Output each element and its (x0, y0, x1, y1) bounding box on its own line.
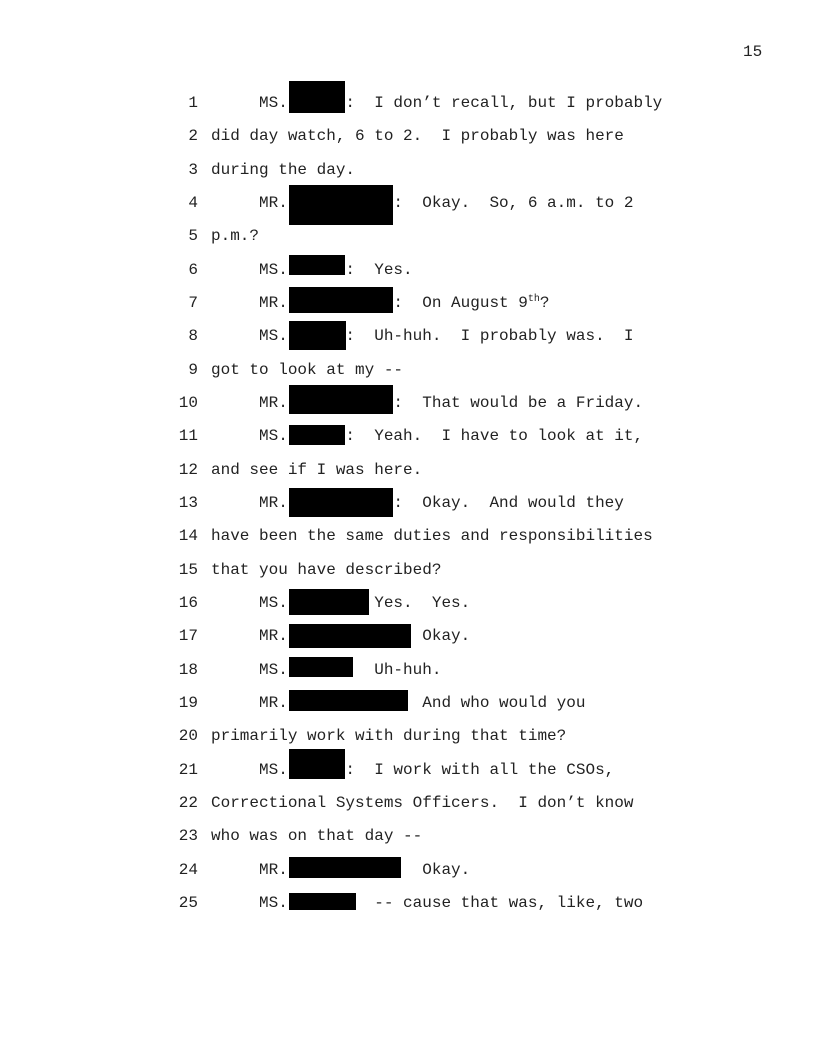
transcript-line: MS. : Yes. (211, 260, 413, 280)
redaction-box (289, 321, 346, 350)
line-text: MS. : I work with all the CSOs, (211, 760, 615, 779)
line-text: MR. : Okay. So, 6 a.m. to 2 (211, 193, 634, 212)
redaction-box (289, 893, 356, 910)
redaction-box (289, 81, 345, 113)
line-number: 20 (178, 727, 198, 746)
transcript-line: MR. : Okay. And would they (211, 493, 624, 513)
line-number: 2 (188, 127, 198, 146)
transcript-line: that you have described? (211, 560, 441, 580)
redaction-box (289, 488, 393, 517)
line-number: 15 (178, 560, 198, 579)
line-number: 18 (178, 660, 198, 679)
page-number: 15 (743, 43, 763, 61)
transcript-line: MR. : That would be a Friday. (211, 393, 643, 413)
line-text: MR. Okay. (211, 860, 471, 879)
line-number: 16 (178, 593, 198, 612)
line-text: MR. : On August 9 (211, 293, 528, 312)
line-number: 17 (178, 627, 198, 646)
line-text: and see if I was here. (211, 460, 423, 479)
redaction-box (289, 287, 393, 313)
line-text: MS. : Yeah. I have to look at it, (211, 427, 644, 446)
line-number: 5 (188, 227, 198, 246)
line-text: MR. : That would be a Friday. (211, 393, 644, 412)
line-number: 21 (178, 760, 198, 779)
redaction-box (289, 385, 393, 414)
line-text: Correctional Systems Officers. I don’t k… (211, 793, 634, 812)
transcript-line: and see if I was here. (211, 460, 422, 480)
redaction-box (289, 589, 369, 615)
transcript-line: during the day. (211, 160, 355, 180)
line-text: got to look at my -- (211, 360, 404, 379)
transcript-line: primarily work with during that time? (211, 726, 566, 746)
line-number: 14 (178, 527, 198, 546)
line-text: MS. -- cause that was, like, two (211, 893, 644, 912)
transcript-line: MR. Okay. (211, 626, 470, 646)
line-text: MR. And who would you (211, 693, 586, 712)
superscript: th (527, 293, 540, 305)
transcript-line: MS. : Uh-huh. I probably was. I (211, 326, 633, 346)
transcript-line: have been the same duties and responsibi… (211, 526, 653, 546)
line-number: 3 (188, 160, 198, 179)
transcript-line: MS. : Yeah. I have to look at it, (211, 426, 643, 446)
line-text: p.m.? (211, 227, 260, 246)
redaction-box (289, 657, 353, 677)
line-text: MS. Yes. Yes. (211, 593, 471, 612)
transcript-line: Correctional Systems Officers. I don’t k… (211, 793, 633, 813)
line-text: during the day. (211, 160, 356, 179)
transcript-line: MR. : Okay. So, 6 a.m. to 2 (211, 193, 633, 213)
line-text: MR. : Okay. And would they (211, 493, 624, 512)
line-number: 9 (188, 360, 198, 379)
redaction-box (289, 857, 401, 878)
line-number: 22 (178, 793, 198, 812)
transcript-line: MR. And who would you (211, 693, 585, 713)
transcript-line: MS. : I work with all the CSOs, (211, 760, 614, 780)
line-text-tail: ? (539, 293, 550, 312)
line-text: did day watch, 6 to 2. I probably was he… (211, 127, 624, 146)
line-text: that you have described? (211, 560, 442, 579)
redaction-box (289, 624, 411, 648)
line-text: MS. : Yes. (211, 260, 413, 279)
redaction-box (289, 690, 408, 711)
transcript-line: MS. -- cause that was, like, two (211, 893, 643, 913)
line-number: 1 (188, 94, 198, 112)
transcript-line: MS. Uh-huh. (211, 660, 441, 680)
transcript-line: p.m.? (211, 226, 259, 246)
line-number: 24 (178, 860, 198, 879)
line-number: 7 (188, 293, 198, 312)
line-number: 10 (178, 393, 198, 412)
redaction-box (289, 425, 345, 445)
line-number: 11 (178, 427, 198, 446)
line-text: have been the same duties and responsibi… (211, 527, 653, 546)
line-text: who was on that day -- (211, 827, 423, 846)
line-text: MS. Uh-huh. (211, 660, 442, 679)
line-text: primarily work with during that time? (211, 727, 567, 746)
line-number: 4 (188, 193, 198, 212)
redaction-box (289, 185, 393, 225)
transcript-line: got to look at my -- (211, 360, 403, 380)
transcript-line: MR. : On August 9th? (211, 293, 549, 313)
line-number: 6 (188, 260, 198, 279)
transcript-line: did day watch, 6 to 2. I probably was he… (211, 126, 624, 146)
transcript-line: MS. Yes. Yes. (211, 593, 470, 613)
line-number: 13 (178, 493, 198, 512)
redaction-box (289, 749, 345, 779)
transcript-line: who was on that day -- (211, 826, 422, 846)
transcript-line: MS. : I don’t recall, but I probably (211, 93, 662, 113)
line-number: 8 (188, 327, 198, 346)
line-text: MS. : Uh-huh. I probably was. I (211, 327, 634, 346)
redaction-box (289, 255, 345, 275)
line-number: 12 (178, 460, 198, 479)
line-text: MR. Okay. (211, 627, 471, 646)
transcript-line: MR. Okay. (211, 860, 470, 880)
line-number: 19 (178, 693, 198, 712)
line-number: 25 (178, 893, 198, 912)
line-number: 23 (178, 827, 198, 846)
line-text: MS. : I don’t recall, but I probably (211, 94, 663, 112)
